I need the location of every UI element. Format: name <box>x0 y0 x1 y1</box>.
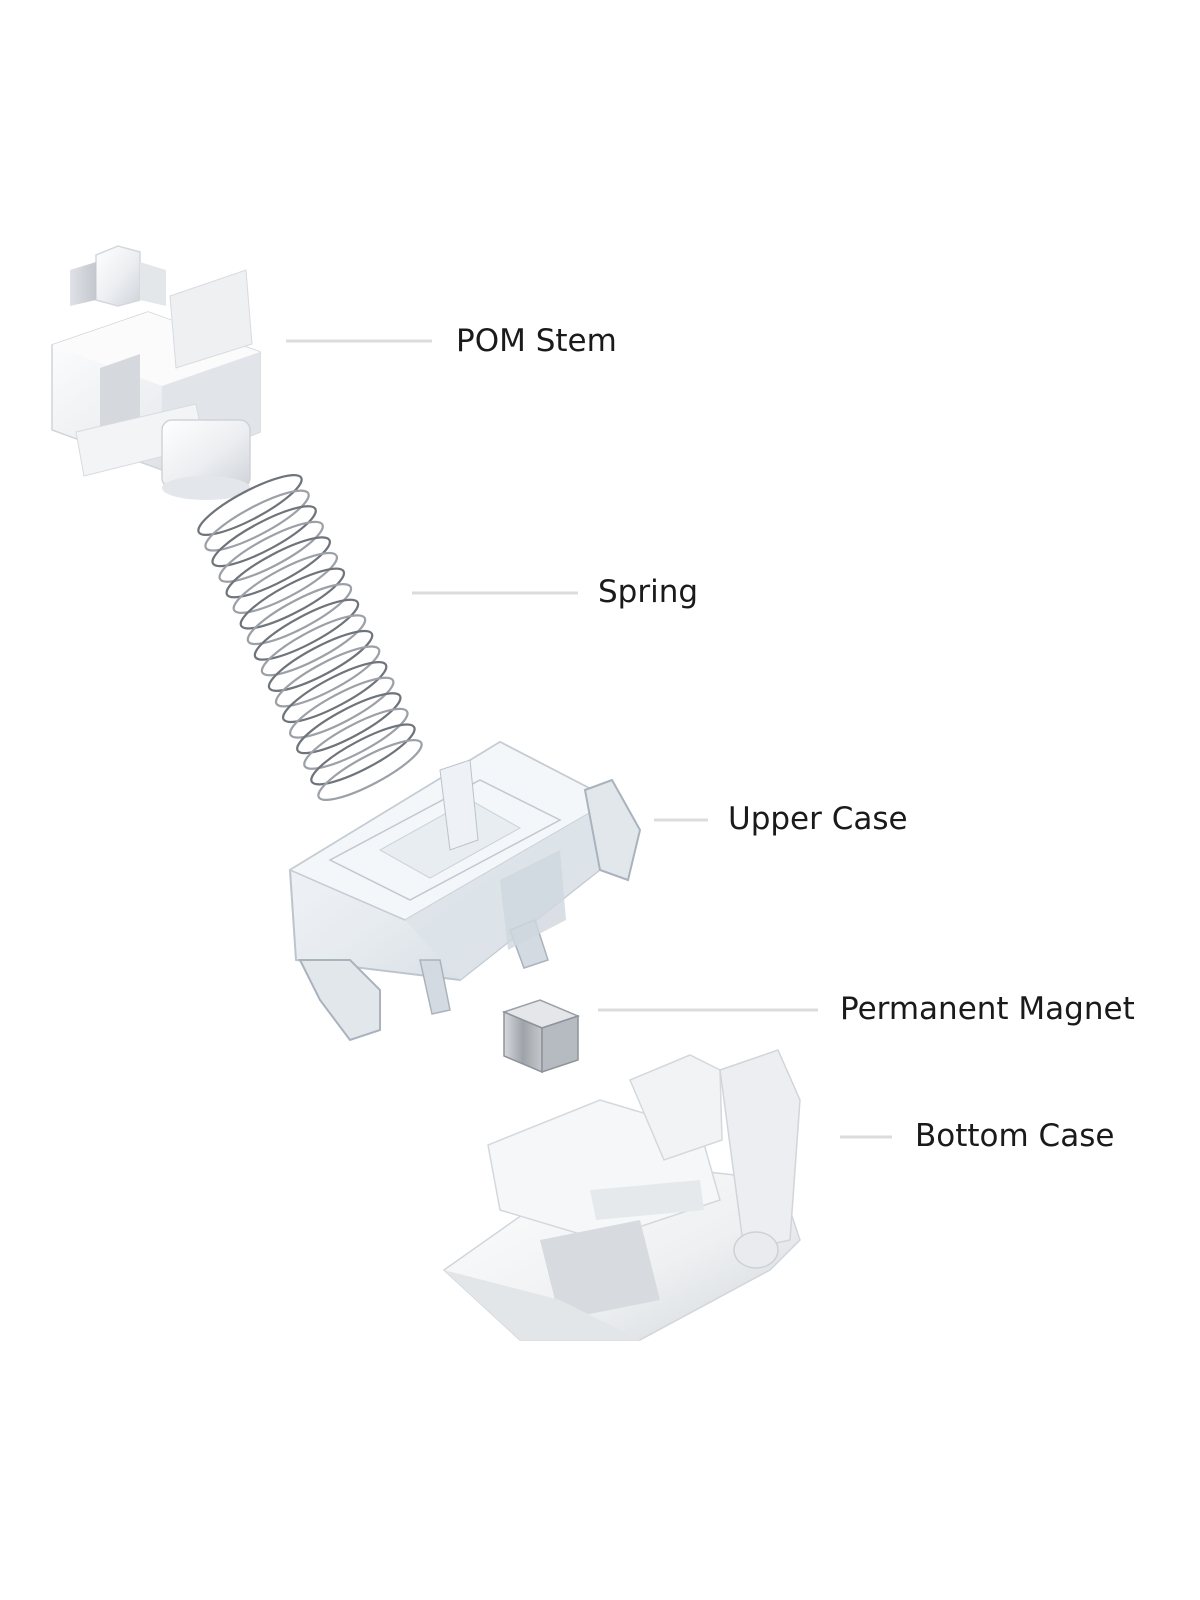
spring-coil <box>253 598 360 661</box>
spring-coil <box>281 661 388 724</box>
spring-coil <box>197 473 303 537</box>
spring-coil <box>303 707 409 770</box>
spring-coil <box>232 551 339 614</box>
leader-lines <box>286 339 892 1139</box>
permanent-magnet-illustration <box>501 999 581 1074</box>
label-spring: Spring <box>598 574 698 610</box>
spring-coil <box>225 536 331 599</box>
pom-stem-illustration <box>51 245 261 500</box>
bottom-case-illustration <box>442 1049 801 1341</box>
spring-coil <box>296 692 402 755</box>
component-labels: POM Stem Spring Upper Case Permanent Mag… <box>456 323 1135 1154</box>
label-bottom-case: Bottom Case <box>915 1118 1114 1154</box>
spring-coil <box>267 629 374 692</box>
spring-coil <box>289 676 395 739</box>
spring-coil <box>310 723 416 786</box>
spring-coil <box>260 614 367 677</box>
label-pom-stem: POM Stem <box>456 323 617 359</box>
spring-illustration <box>197 473 423 802</box>
spring-coil <box>239 567 346 630</box>
spring-coil <box>274 645 381 708</box>
spring-coil <box>218 520 324 583</box>
upper-case-illustration <box>288 740 642 1042</box>
label-upper-case: Upper Case <box>728 801 908 837</box>
spring-coil <box>246 583 353 646</box>
spring-coil <box>204 489 310 552</box>
spring-coil <box>211 505 317 568</box>
spring-coil <box>317 738 423 802</box>
label-permanent-magnet: Permanent Magnet <box>840 991 1135 1027</box>
